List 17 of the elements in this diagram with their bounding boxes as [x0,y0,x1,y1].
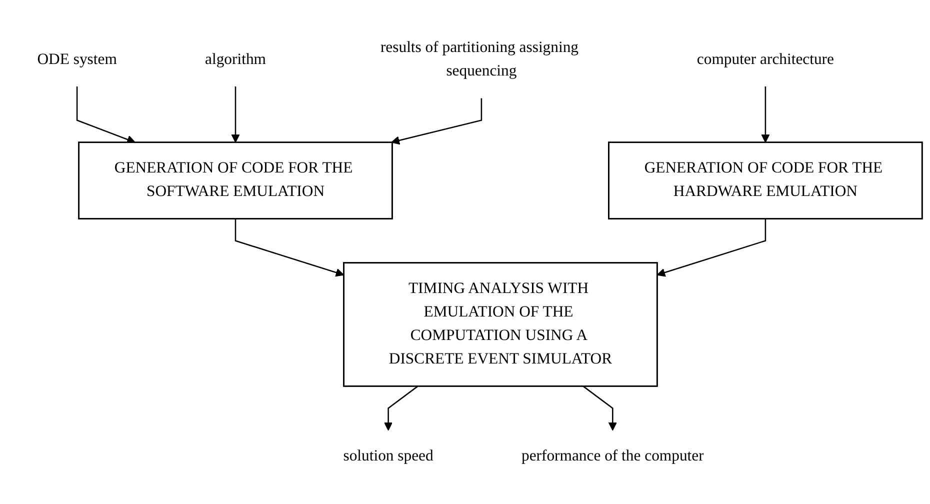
node-text: solution speed [343,447,434,464]
arrow [761,86,770,142]
node-box: GENERATION OF CODE FOR THE HARDWARE EMULATION [608,141,923,219]
node-text: computer architecture [696,50,834,68]
node-text: algorithm [205,50,266,68]
node-text: results of partitioning assigning sequencing [380,38,579,80]
arrow [582,385,617,430]
arrow [384,385,418,430]
arrow [234,218,344,276]
arrow [656,218,766,276]
node-box: GENERATION OF CODE FOR THE SOFTWARE EMULATION [78,141,393,219]
arrow [76,86,136,144]
node-box: TIMING ANALYSIS WITH EMULATION OF THE COMPUTATION USING A DISCRETE EVENT SIMULATOR [343,262,658,386]
arrow [391,98,482,144]
node-text: ODE system [37,50,117,68]
node-text: performance of the computer [521,447,704,464]
arrow [231,86,240,142]
